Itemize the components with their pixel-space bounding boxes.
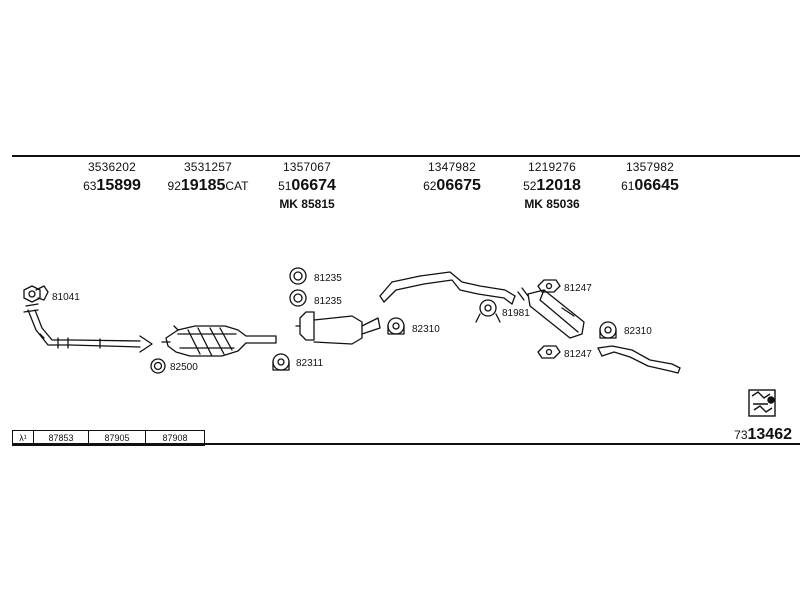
label-81981: 81981 [502, 308, 530, 319]
part-number: 9219185CAT [167, 177, 249, 194]
ring-81235-icon [289, 289, 307, 307]
label-81041: 81041 [52, 292, 80, 303]
gasket-81041-icon [23, 285, 49, 303]
part-number: 6106645 [621, 177, 679, 194]
label-82310-b: 82310 [624, 326, 652, 337]
intermediate-pipe-icon [379, 271, 516, 305]
part-code: 1219276 [527, 160, 577, 174]
middle-silencer-icon [295, 311, 381, 345]
part-code: 1347982 [427, 160, 477, 174]
catalytic-converter-icon [161, 325, 277, 357]
brand-logo-icon [748, 389, 776, 417]
top-divider-line [12, 155, 800, 157]
part-code: 3536202 [87, 160, 137, 174]
label-81247-b: 81247 [564, 349, 592, 360]
part-code: 1357067 [282, 160, 332, 174]
tail-pipe-icon [597, 345, 681, 374]
legend-cell: 87905 [89, 431, 146, 445]
reference-number: 7313462 [734, 426, 792, 443]
part-number: 5106674 [278, 177, 336, 194]
legend-cell: 87853 [34, 431, 89, 445]
label-82310-a: 82310 [412, 324, 440, 335]
part-number: 5212018 [523, 177, 581, 194]
label-81235-b: 81235 [314, 296, 342, 307]
part-number: 6315899 [83, 177, 141, 194]
part-column-4: 1347982 6206675 [402, 160, 502, 197]
hanger-81981-icon [475, 299, 501, 323]
part-number: 6206675 [423, 177, 481, 194]
part-column-1: 3536202 6315899 [62, 160, 162, 197]
mounting-kit: MK 85036 [524, 197, 580, 211]
rubber-mount-81247-icon [537, 345, 561, 359]
part-column-2: 3531257 9219185CAT [158, 160, 258, 197]
part-column-6: 1357982 6106645 [600, 160, 700, 197]
clamp-82311-icon [272, 353, 290, 371]
rear-silencer-icon [527, 289, 585, 339]
clamp-82310-icon [387, 317, 405, 335]
label-82500: 82500 [170, 362, 198, 373]
bottom-divider-line [12, 443, 800, 445]
label-82311: 82311 [296, 358, 324, 369]
mounting-kit: MK 85815 [279, 197, 335, 211]
part-column-5: 1219276 5212018 MK 85036 [502, 160, 602, 211]
label-81235-a: 81235 [314, 273, 342, 284]
gasket-82500-icon [150, 358, 166, 374]
legend-cell: 87908 [162, 433, 188, 443]
front-pipe-icon [23, 303, 153, 353]
legend-table: λ¹ 87853 87905 87908 [12, 430, 205, 446]
legend-symbol: λ¹ [13, 431, 34, 445]
pipe-stub-icon [517, 287, 529, 301]
rubber-mount-81247-icon [537, 279, 561, 293]
part-column-3: 1357067 5106674 MK 85815 [257, 160, 357, 211]
label-81247-a: 81247 [564, 283, 592, 294]
part-code: 3531257 [183, 160, 233, 174]
ring-81235-icon [289, 267, 307, 285]
clamp-82310-icon [599, 321, 617, 339]
part-code: 1357982 [625, 160, 675, 174]
